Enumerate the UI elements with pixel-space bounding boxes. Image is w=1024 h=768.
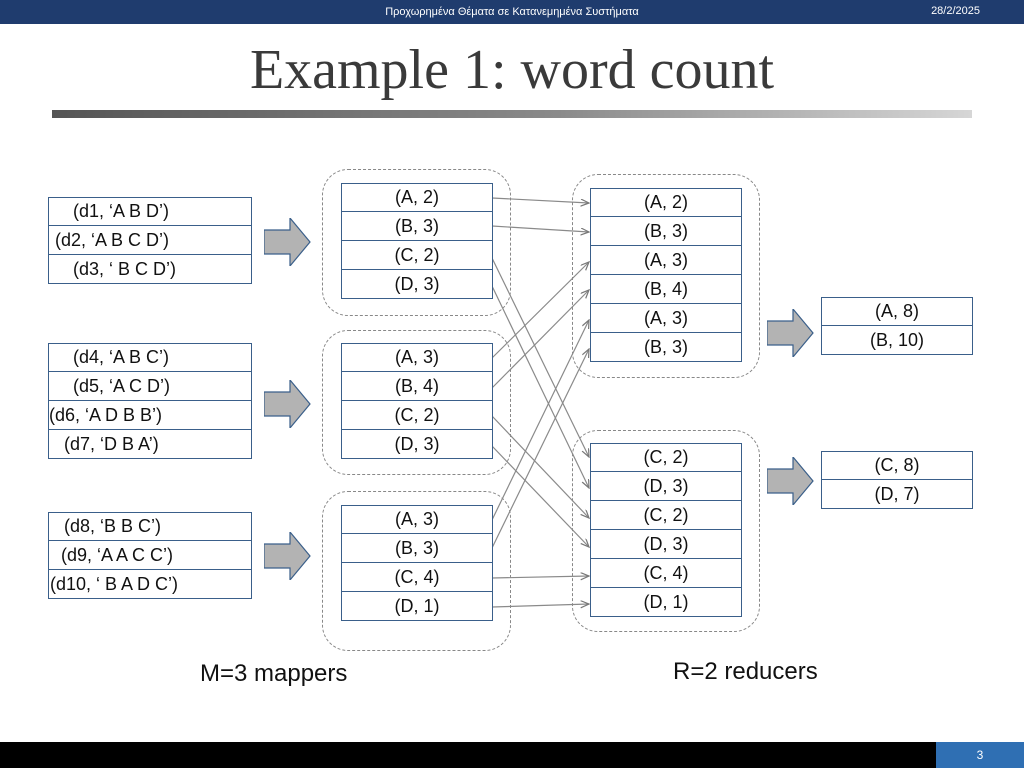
reducer-pair: (B, 3) [590,217,742,246]
output-pair: (A, 8) [821,297,973,326]
reducer-pair: (A, 2) [590,188,742,217]
footer-bar [0,742,1024,768]
page-number: 3 [936,742,1024,768]
output-pair: (B, 10) [821,326,973,355]
reducer-pair: (B, 3) [590,333,742,362]
input-doc: (d7, ‘D B A’) [48,430,252,459]
right-block-arrow-icon [264,532,311,580]
mapper-pair: (C, 2) [341,241,493,270]
mapper-3-output: (A, 3) (B, 3) (C, 4) (D, 1) [341,505,493,621]
mapper-pair: (C, 4) [341,563,493,592]
mapper-pair: (D, 3) [341,270,493,299]
reducer-pair: (C, 2) [590,443,742,472]
mapper-pair: (A, 3) [341,505,493,534]
input-doc: (d6, ‘A D B B’) [48,401,252,430]
reducer-2-input: (C, 2) (D, 3) (C, 2) (D, 3) (C, 4) (D, 1… [590,443,742,617]
reducer-pair: (A, 3) [590,246,742,275]
reducer-1-input: (A, 2) (B, 3) (A, 3) (B, 4) (A, 3) (B, 3… [590,188,742,362]
reducer-pair: (D, 3) [590,530,742,559]
reducer-pair: (B, 4) [590,275,742,304]
mapper-group-3 [322,491,511,651]
mapper-pair: (A, 3) [341,343,493,372]
course-title: Προχωρημένα Θέματα σε Κατανεμημένα Συστή… [385,6,639,18]
reducer-pair: (D, 3) [590,472,742,501]
mapper-2-output: (A, 3) (B, 4) (C, 2) (D, 3) [341,343,493,459]
mapper-pair: (B, 4) [341,372,493,401]
input-doc: (d5, ‘A C D’) [48,372,252,401]
reducers-label: R=2 reducers [673,658,818,685]
reducer-pair: (C, 4) [590,559,742,588]
reducer-pair: (C, 2) [590,501,742,530]
reducer-1-output: (A, 8) (B, 10) [821,297,973,355]
input-group-2: (d4, ‘A B C’) (d5, ‘A C D’) (d6, ‘A D B … [48,343,252,459]
input-doc: (d9, ‘A A C C’) [48,541,252,570]
mapper-pair: (B, 3) [341,212,493,241]
slide-title: Example 1: word count [249,39,775,101]
mapper-pair: (C, 2) [341,401,493,430]
right-block-arrow-icon [264,380,311,428]
mapper-group-2 [322,330,511,475]
input-doc: (d8, ‘B B C’) [48,512,252,541]
input-doc: (d10, ‘ B A D C’) [48,570,252,599]
mappers-label: M=3 mappers [200,660,348,687]
reducer-group-2 [572,430,760,632]
reducer-pair: (D, 1) [590,588,742,617]
input-doc: (d3, ‘ B C D’) [48,255,252,284]
reducer-group-1 [572,174,760,378]
header-bar: Προχωρημένα Θέματα σε Κατανεμημένα Συστή… [0,0,1024,24]
mapper-1-output: (A, 2) (B, 3) (C, 2) (D, 3) [341,183,493,299]
input-doc: (d2, ‘A B C D’) [48,226,252,255]
right-block-arrow-icon [767,309,814,357]
right-block-arrow-icon [264,218,311,266]
right-block-arrow-icon [767,457,814,505]
mapper-pair: (B, 3) [341,534,493,563]
output-pair: (D, 7) [821,480,973,509]
mapper-group-1 [322,169,511,316]
mapper-pair: (A, 2) [341,183,493,212]
input-doc: (d1, ‘A B D’) [48,197,252,226]
input-doc: (d4, ‘A B C’) [48,343,252,372]
input-group-3: (d8, ‘B B C’) (d9, ‘A A C C’) (d10, ‘ B … [48,512,252,599]
reducer-pair: (A, 3) [590,304,742,333]
output-pair: (C, 8) [821,451,973,480]
title-underline [52,110,972,118]
reducer-2-output: (C, 8) (D, 7) [821,451,973,509]
input-group-1: (d1, ‘A B D’) (d2, ‘A B C D’) (d3, ‘ B C… [48,197,252,284]
mapper-pair: (D, 3) [341,430,493,459]
slide-date: 28/2/2025 [931,5,980,17]
mapper-pair: (D, 1) [341,592,493,621]
